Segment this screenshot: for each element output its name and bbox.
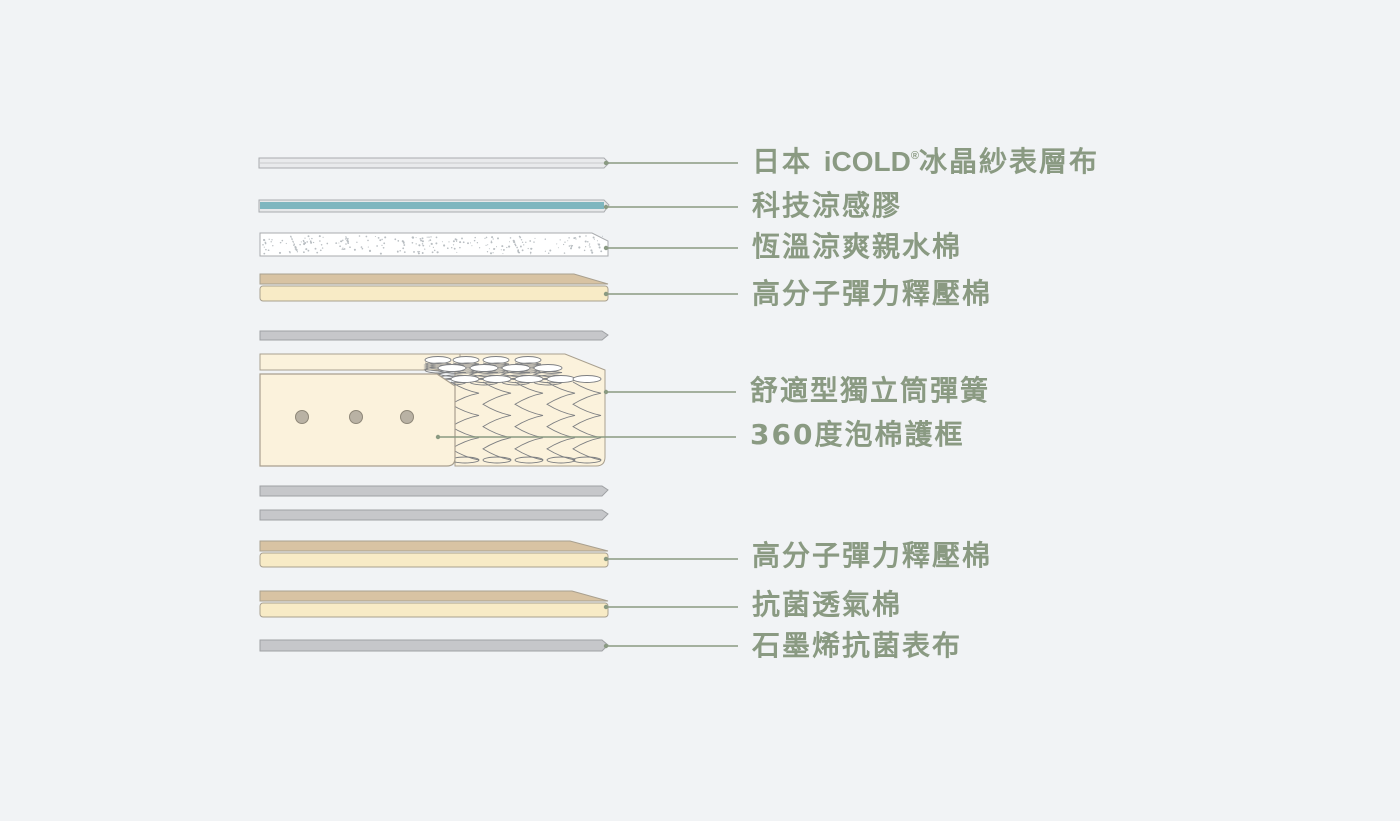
layer-tech-cool-gel — [258, 199, 610, 213]
label-antibacterial-foam: 抗菌透氣棉 — [752, 588, 903, 621]
layer-pocket-spring-unit — [259, 353, 606, 467]
spring-coil — [514, 375, 544, 464]
frame-vent-3 — [400, 410, 414, 424]
layer-gray-sheet-2 — [259, 485, 609, 497]
leader-dot — [603, 245, 609, 251]
label-hd-memory-foam-bottom: 高分子彈力釋壓棉 — [752, 539, 993, 572]
layer-antibacterial-foam — [259, 590, 609, 618]
label-tech-cool-gel: 科技涼感膠 — [752, 189, 903, 222]
spring-coil — [482, 375, 512, 464]
label-cool-skin-foam: 恆溫涼爽親水棉 — [752, 230, 963, 263]
layer-icold-fabric — [258, 157, 610, 169]
frame-vent-2 — [349, 410, 363, 424]
layer-gray-sheet-1 — [259, 330, 609, 341]
spring-coil — [546, 375, 576, 464]
label-pocket-springs: 舒適型獨立筒彈簧 — [750, 374, 991, 407]
layer-cool-skin-foam — [259, 232, 609, 257]
leader-dot — [603, 604, 609, 610]
leader-dot — [603, 556, 609, 562]
label-hd-memory-foam-top: 高分子彈力釋壓棉 — [752, 277, 993, 310]
layer-hd-memory-foam-top — [259, 273, 609, 302]
leader-dot — [435, 434, 441, 440]
label-graphene-fabric: 石墨烯抗菌表布 — [752, 629, 963, 662]
label-icold-fabric: 日本 iCOLD®冰晶紗表層布 — [752, 145, 1099, 178]
layer-gray-sheet-3 — [259, 509, 609, 521]
layer-hd-memory-foam-bottom — [259, 540, 609, 568]
leader-dot — [603, 204, 609, 210]
label-foam-frame: 360度泡棉護框 — [750, 418, 965, 451]
frame-vent-1 — [295, 410, 309, 424]
leader-dot — [603, 291, 609, 297]
layer-graphene-fabric — [259, 639, 609, 652]
leader-dot — [603, 389, 609, 395]
leader-dot — [603, 160, 609, 166]
spring-coil — [572, 375, 602, 464]
leader-dot — [603, 643, 609, 649]
